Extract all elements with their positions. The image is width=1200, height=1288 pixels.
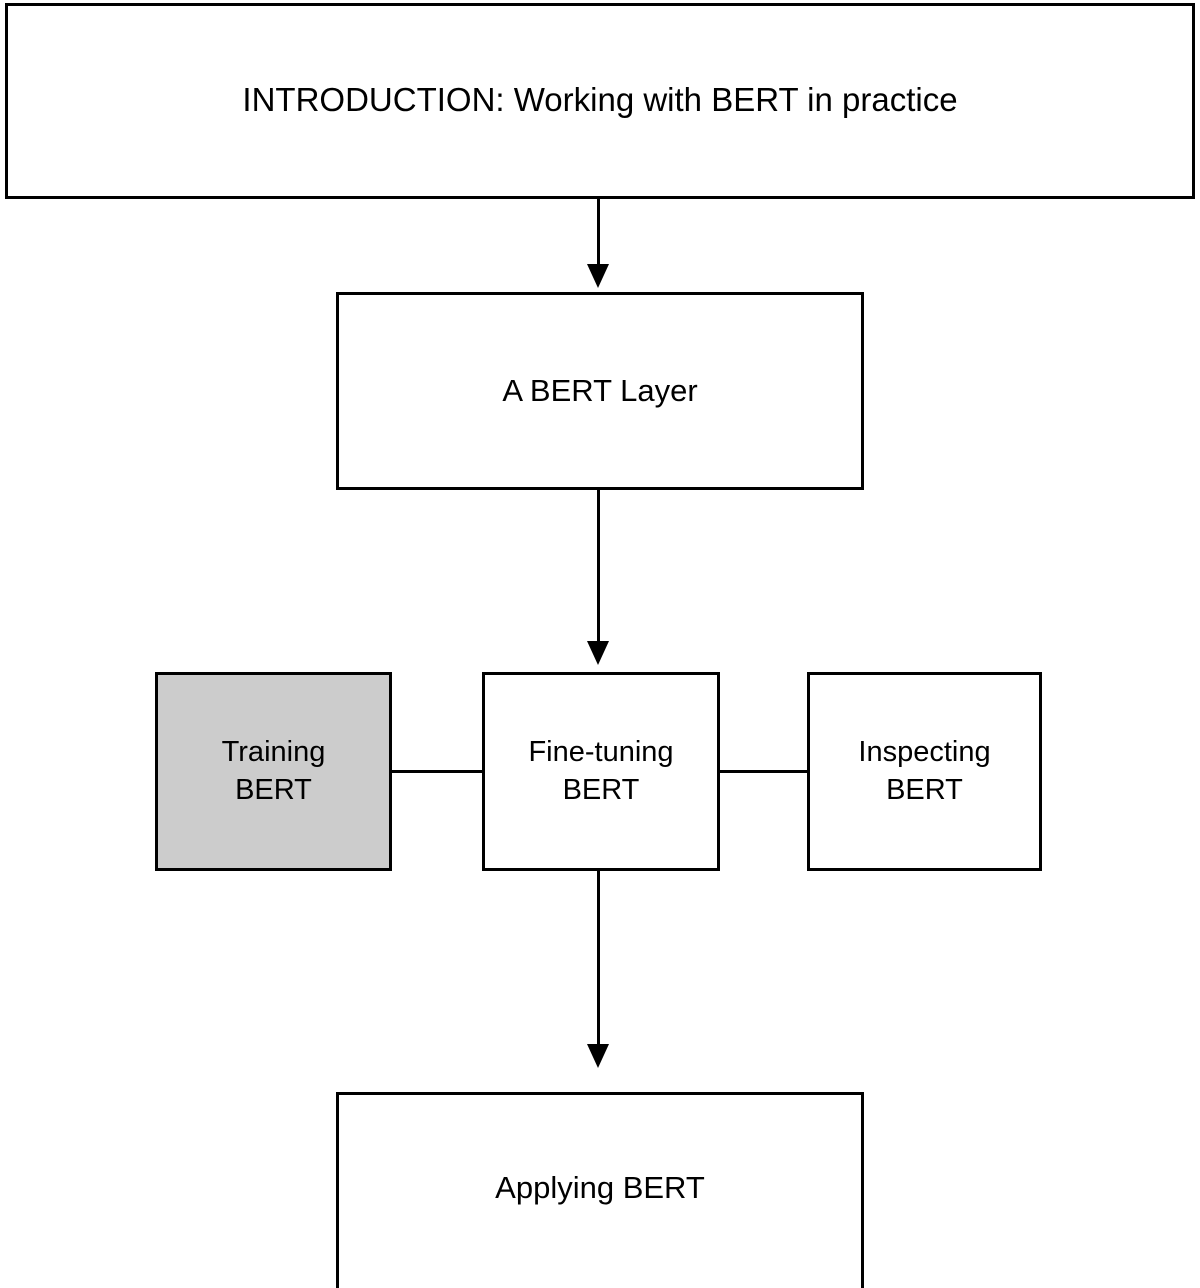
node-applying-bert-label: Applying BERT	[495, 1169, 705, 1205]
edge-bert-layer-to-fine-tuning-line	[597, 490, 600, 642]
edge-fine-tuning-to-inspecting-line	[720, 770, 808, 773]
node-a-bert-layer-label: A BERT Layer	[502, 372, 698, 408]
node-fine-tuning-bert-line2: BERT	[562, 773, 640, 806]
edge-introduction-to-bert-layer-arrowhead-icon	[587, 264, 609, 288]
node-training-bert-line1: Training	[221, 735, 326, 768]
node-a-bert-layer[interactable]: A BERT Layer	[336, 292, 864, 490]
node-training-bert-line2: BERT	[235, 773, 312, 806]
edge-fine-tuning-to-applying-arrowhead-icon	[587, 1044, 609, 1068]
edge-fine-tuning-to-applying-line	[597, 871, 600, 1045]
node-fine-tuning-bert-line1: Fine-tuning	[528, 735, 674, 768]
edge-bert-layer-to-fine-tuning-arrowhead-icon	[587, 641, 609, 665]
node-applying-bert[interactable]: Applying BERT	[336, 1092, 864, 1288]
node-inspecting-bert-line2: BERT	[886, 773, 963, 806]
node-introduction[interactable]: INTRODUCTION: Working with BERT in pract…	[5, 3, 1195, 199]
edge-introduction-to-bert-layer-line	[597, 199, 600, 267]
edge-training-to-fine-tuning-line	[392, 770, 483, 773]
node-introduction-label: INTRODUCTION: Working with BERT in pract…	[242, 80, 958, 118]
node-inspecting-bert-line1: Inspecting	[858, 735, 991, 768]
